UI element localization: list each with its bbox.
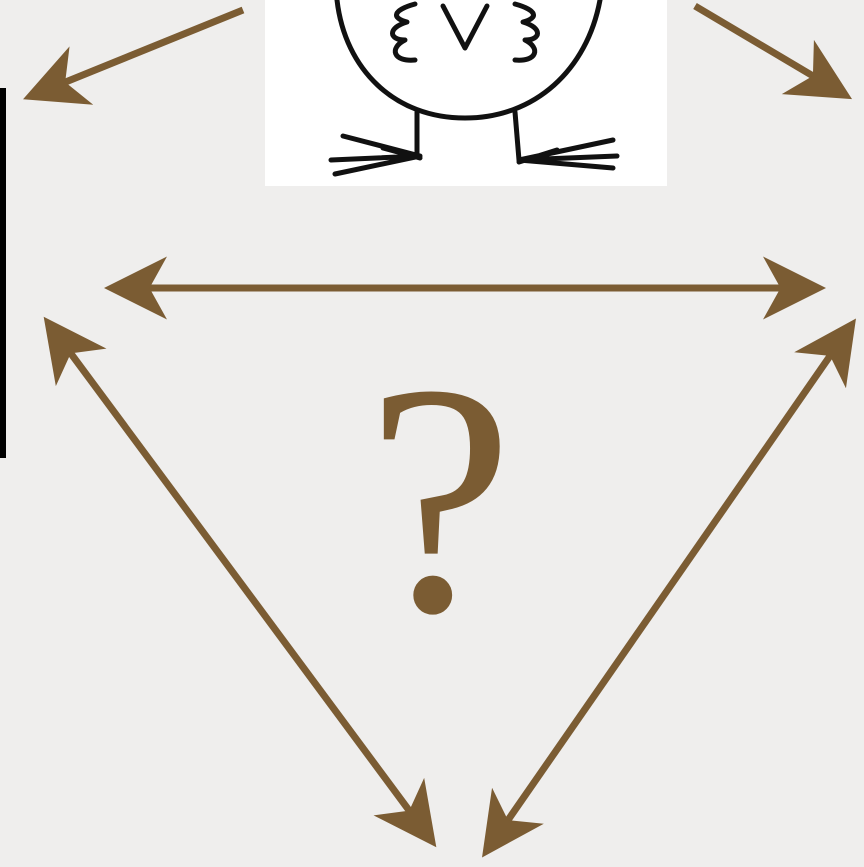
arrow-owl-to-left: [36, 10, 243, 94]
arrow-right-to-bottom: [490, 330, 848, 846]
question-mark: ?: [340, 335, 540, 665]
arrow-owl-to-right: [695, 6, 840, 92]
